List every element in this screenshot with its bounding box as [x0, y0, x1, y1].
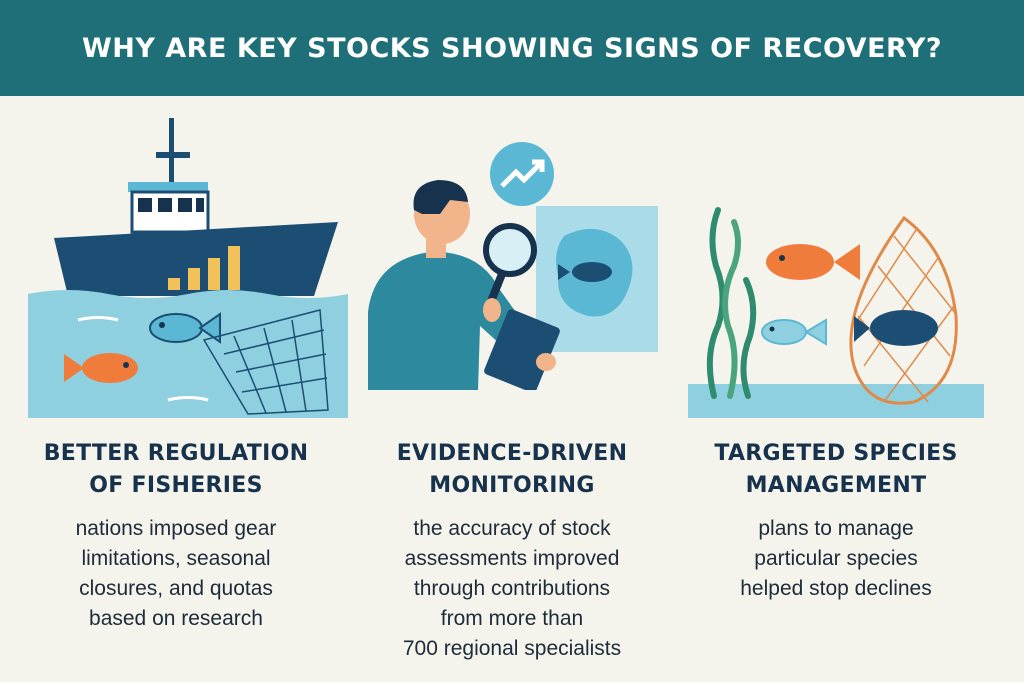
illustration-species — [688, 207, 984, 418]
column-species: TARGETED SPECIES MANAGEMENT plans to man… — [676, 438, 996, 604]
column-regulation: BETTER REGULATION OF FISHERIES nations i… — [16, 438, 336, 634]
trend-up-icon — [490, 142, 554, 206]
illustration-regulation — [28, 118, 348, 418]
fish-icon — [149, 312, 221, 344]
column-heading: BETTER REGULATION OF FISHERIES — [43, 441, 309, 498]
column-monitoring: EVIDENCE-DRIVEN MONITORING the accuracy … — [352, 438, 672, 664]
fishing-boat-icon — [54, 118, 338, 296]
column-heading: EVIDENCE-DRIVEN MONITORING — [396, 441, 628, 498]
fish-icon-orange — [766, 244, 860, 280]
fish-icon-orange — [64, 353, 138, 383]
magnifying-glass-icon — [483, 223, 537, 322]
bar-chart-icon — [168, 246, 240, 290]
column-body: plans to manage particular species helpe… — [740, 517, 932, 600]
net-icon — [849, 215, 958, 405]
water — [28, 290, 348, 418]
title-banner: WHY ARE KEY STOCKS SHOWING SIGNS OF RECO… — [0, 0, 1024, 96]
page-title: WHY ARE KEY STOCKS SHOWING SIGNS OF RECO… — [81, 32, 943, 64]
fish-icon — [761, 318, 827, 346]
clipboard-icon — [484, 309, 560, 390]
illustration-monitoring — [368, 142, 658, 390]
column-heading: TARGETED SPECIES MANAGEMENT — [714, 441, 958, 498]
column-body: the accuracy of stock assessments improv… — [402, 517, 622, 660]
column-body: nations imposed gear limitations, season… — [75, 517, 277, 630]
net-icon — [202, 309, 329, 415]
seaweed-icon — [706, 207, 757, 399]
